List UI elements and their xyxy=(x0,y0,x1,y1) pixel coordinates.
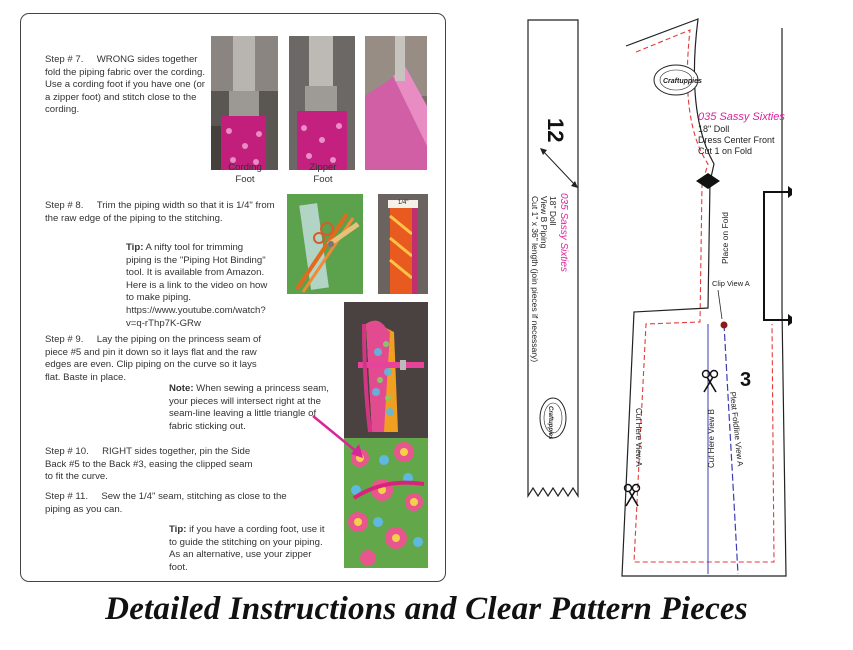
step-8-text: Step # 8. Trim the piping width so that … xyxy=(45,200,285,225)
piece-3-number: 3 xyxy=(740,369,751,391)
pattern-piece-12: 12 035 Sassy Sixties 18" Doll View B Pip… xyxy=(527,19,579,499)
zipper-foot-photo xyxy=(289,36,355,170)
page-caption: Detailed Instructions and Clear Pattern … xyxy=(105,591,748,627)
notch-diamond-icon xyxy=(696,173,720,189)
tip-1-text: A nifty tool for trimming piping is the … xyxy=(126,242,268,329)
measure-label: 1/4" xyxy=(398,200,409,206)
piece-12-line3: Cut 1" x 36" length (join pieces if nece… xyxy=(530,196,540,362)
piece-3-line2: Dress Center Front xyxy=(698,135,775,145)
craftuppies-logo-icon: Craftuppies xyxy=(539,397,567,440)
cut-view-b-label: Cut Here View B xyxy=(707,409,716,468)
craftuppies-logo-icon: Craftuppies xyxy=(653,64,702,96)
piping-on-seam-photo xyxy=(344,302,428,438)
step-11-body: Sew the 1/4" seam, stitching as close to… xyxy=(45,491,287,515)
scissors-icon xyxy=(701,369,719,393)
note-text: When sewing a princess seam, your pieces… xyxy=(169,383,329,432)
instruction-page: Step # 7. WRONG sides together fold the … xyxy=(20,13,446,582)
step-9-text: Step # 9. Lay the piping on the princess… xyxy=(45,334,271,384)
piece-12-line2: View B Piping xyxy=(539,196,549,249)
pointer-arrow-icon xyxy=(312,415,363,458)
step-10-number: Step # 10. xyxy=(45,446,89,457)
cording-caption-line2: Foot xyxy=(235,174,255,185)
step-8-number: Step # 8. xyxy=(45,200,84,211)
step-10-text: Step # 10. RIGHT sides together, pin the… xyxy=(45,446,261,484)
step-7-text: Step # 7. WRONG sides together fold the … xyxy=(45,54,209,117)
note-label: Note: xyxy=(169,383,194,394)
zipper-foot-caption: Zipper Foot xyxy=(291,162,355,186)
piping-sewn-photo xyxy=(365,36,427,170)
step-11-number: Step # 11. xyxy=(45,491,89,502)
piece-12-brand: 035 Sassy Sixties xyxy=(558,193,569,272)
binding-tool-photo xyxy=(287,194,363,294)
piece-3-brand: 035 Sassy Sixties xyxy=(698,111,785,123)
piece-3-line1: 18" Doll xyxy=(698,124,729,134)
zipper-caption-line1: Zipper xyxy=(309,162,337,173)
tip-trimming-tool: Tip: A nifty tool for trimming piping is… xyxy=(126,242,269,330)
step-7-body: WRONG sides together fold the piping fab… xyxy=(45,54,205,116)
step-11-text: Step # 11. Sew the 1/4" seam, stitching … xyxy=(45,491,293,516)
piece-12-logo: Craftuppies xyxy=(547,406,553,440)
cut-view-a-label: Cut Here View A xyxy=(634,408,643,467)
step-8-body: Trim the piping width so that it is 1/4"… xyxy=(45,200,275,224)
step-9-number: Step # 9. xyxy=(45,334,84,345)
tip-2-label: Tip: xyxy=(169,524,187,535)
piece-12-number: 12 xyxy=(543,118,568,142)
piece-3-logo: Craftuppies xyxy=(663,78,702,85)
place-on-fold-label: Place on Fold xyxy=(720,212,730,264)
tip-2-text: if you have a cording foot, use it to gu… xyxy=(169,524,325,573)
side-back-seam-photo xyxy=(344,438,428,568)
cording-caption-line1: Cording xyxy=(228,162,262,173)
tip-1-label: Tip: xyxy=(126,242,144,253)
note-princess-seam: Note: When sewing a princess seam, your … xyxy=(169,383,339,433)
cording-foot-photo xyxy=(211,36,278,170)
trimmed-piping-photo: 1/4" xyxy=(378,194,428,294)
zipper-caption-line2: Foot xyxy=(313,174,333,185)
pattern-piece-3: Craftuppies 035 Sassy Sixties 18" Doll D… xyxy=(621,18,792,577)
step-7-number: Step # 7. xyxy=(45,54,84,65)
cording-foot-caption: Cording Foot xyxy=(213,162,277,186)
piece-3-line3: Cut 1 on Fold xyxy=(698,146,752,156)
step-10-body: RIGHT sides together, pin the Side Back … xyxy=(45,446,253,483)
scissors-icon xyxy=(623,483,641,507)
step-9-body: Lay the piping on the princess seam of p… xyxy=(45,334,261,383)
clip-dot-icon xyxy=(720,321,728,329)
piece-12-line1: 18" Doll xyxy=(548,196,558,226)
clip-view-a-label: Clip View A xyxy=(712,279,750,288)
tip-cording-foot: Tip: if you have a cording foot, use it … xyxy=(169,524,329,574)
